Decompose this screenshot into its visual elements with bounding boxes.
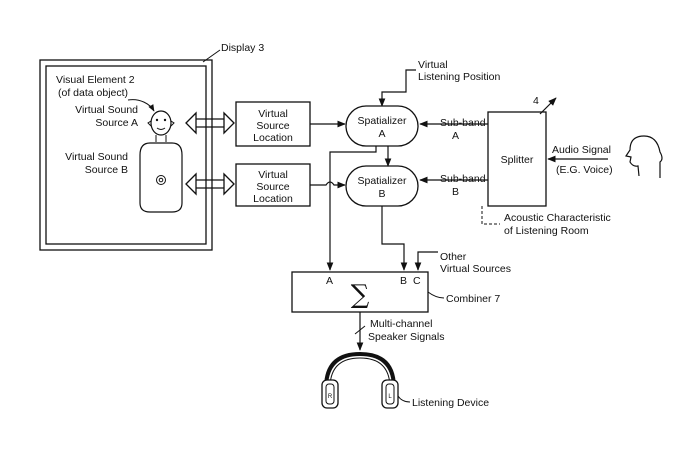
subband-a-line1: Sub-band [440, 117, 486, 129]
subband-a-line2: A [452, 130, 459, 142]
splitter-ref-arrow [539, 97, 557, 115]
arrow-spatializer-a-to-combiner [326, 146, 377, 271]
listening-device-leader [397, 395, 411, 403]
other-sources-line2: Virtual Sources [440, 263, 511, 275]
audio-signal-line1: Audio Signal [552, 144, 611, 156]
arrow-spatializer-b-to-combiner [381, 206, 408, 271]
combiner-input-b: B [400, 275, 407, 287]
audio-signal-line2: (E.G. Voice) [556, 164, 613, 176]
source-b-line2: Source B [85, 164, 128, 176]
source-b-line1: Virtual Sound [65, 151, 128, 163]
multichannel-slash [354, 325, 366, 335]
listening-position-line1: Virtual [418, 59, 448, 71]
combiner-input-c: C [413, 275, 421, 287]
acoustic-dashed-line [481, 206, 500, 225]
source-a-line2: Source A [95, 117, 138, 129]
speaker-signals-line1: Multi-channel [370, 318, 432, 330]
location-b-line3: Location [253, 193, 293, 205]
virtual-source-location-a-box [235, 101, 311, 147]
source-a-line1: Virtual Sound [75, 104, 138, 116]
splitter-label: Splitter [501, 154, 534, 166]
listening-device-label: Listening Device [412, 397, 489, 409]
double-arrow-a [185, 111, 235, 135]
spatializer-a-line2: A [378, 128, 385, 140]
visual-element-line2: (of data object) [58, 87, 128, 99]
location-a-line2: Source [256, 120, 289, 132]
virtual-figure-icon [139, 110, 183, 213]
spatializer-b-line1: Spatializer [357, 175, 407, 187]
other-sources-line1: Other [440, 251, 467, 263]
location-b-line1: Virtual [258, 169, 288, 181]
location-a-line3: Location [253, 132, 293, 144]
acoustic-line2: of Listening Room [504, 225, 589, 237]
arrow-listening-position [378, 69, 416, 107]
double-arrow-b [185, 172, 235, 196]
location-a-line1: Virtual [258, 108, 288, 120]
combiner-input-a: A [326, 275, 333, 287]
display-label: Display 3 [221, 42, 264, 54]
combiner-label: Combiner 7 [446, 293, 500, 305]
spatializer-b-line2: B [378, 188, 385, 200]
arrow-other-sources [414, 251, 438, 271]
speaker-signals-line2: Speaker Signals [368, 331, 444, 343]
human-head-icon [625, 135, 663, 178]
headphone-left-cup-label: R [328, 394, 333, 400]
visual-element-line1: Visual Element 2 [56, 74, 135, 86]
display-frame [39, 59, 213, 251]
subband-b-line2: B [452, 186, 459, 198]
spatializer-a [345, 105, 419, 147]
splitter-box [487, 111, 547, 207]
visual-element-leader [127, 99, 155, 112]
headphones-icon [321, 351, 399, 409]
spatializer-a-line1: Spatializer [357, 115, 407, 127]
arrow-location-b-to-spatializer-b [310, 181, 346, 189]
combiner-symbol: ∑ [351, 280, 370, 310]
virtual-source-location-b-box [235, 163, 311, 207]
subband-b-line1: Sub-band [440, 173, 486, 185]
location-b-line2: Source [256, 181, 289, 193]
splitter-ref: 4 [533, 95, 539, 107]
combiner-leader [427, 291, 445, 299]
acoustic-line1: Acoustic Characteristic [504, 212, 611, 224]
display-leader [202, 49, 221, 63]
listening-position-line2: Listening Position [418, 71, 500, 83]
headphone-right-cup-label: L [388, 394, 392, 400]
